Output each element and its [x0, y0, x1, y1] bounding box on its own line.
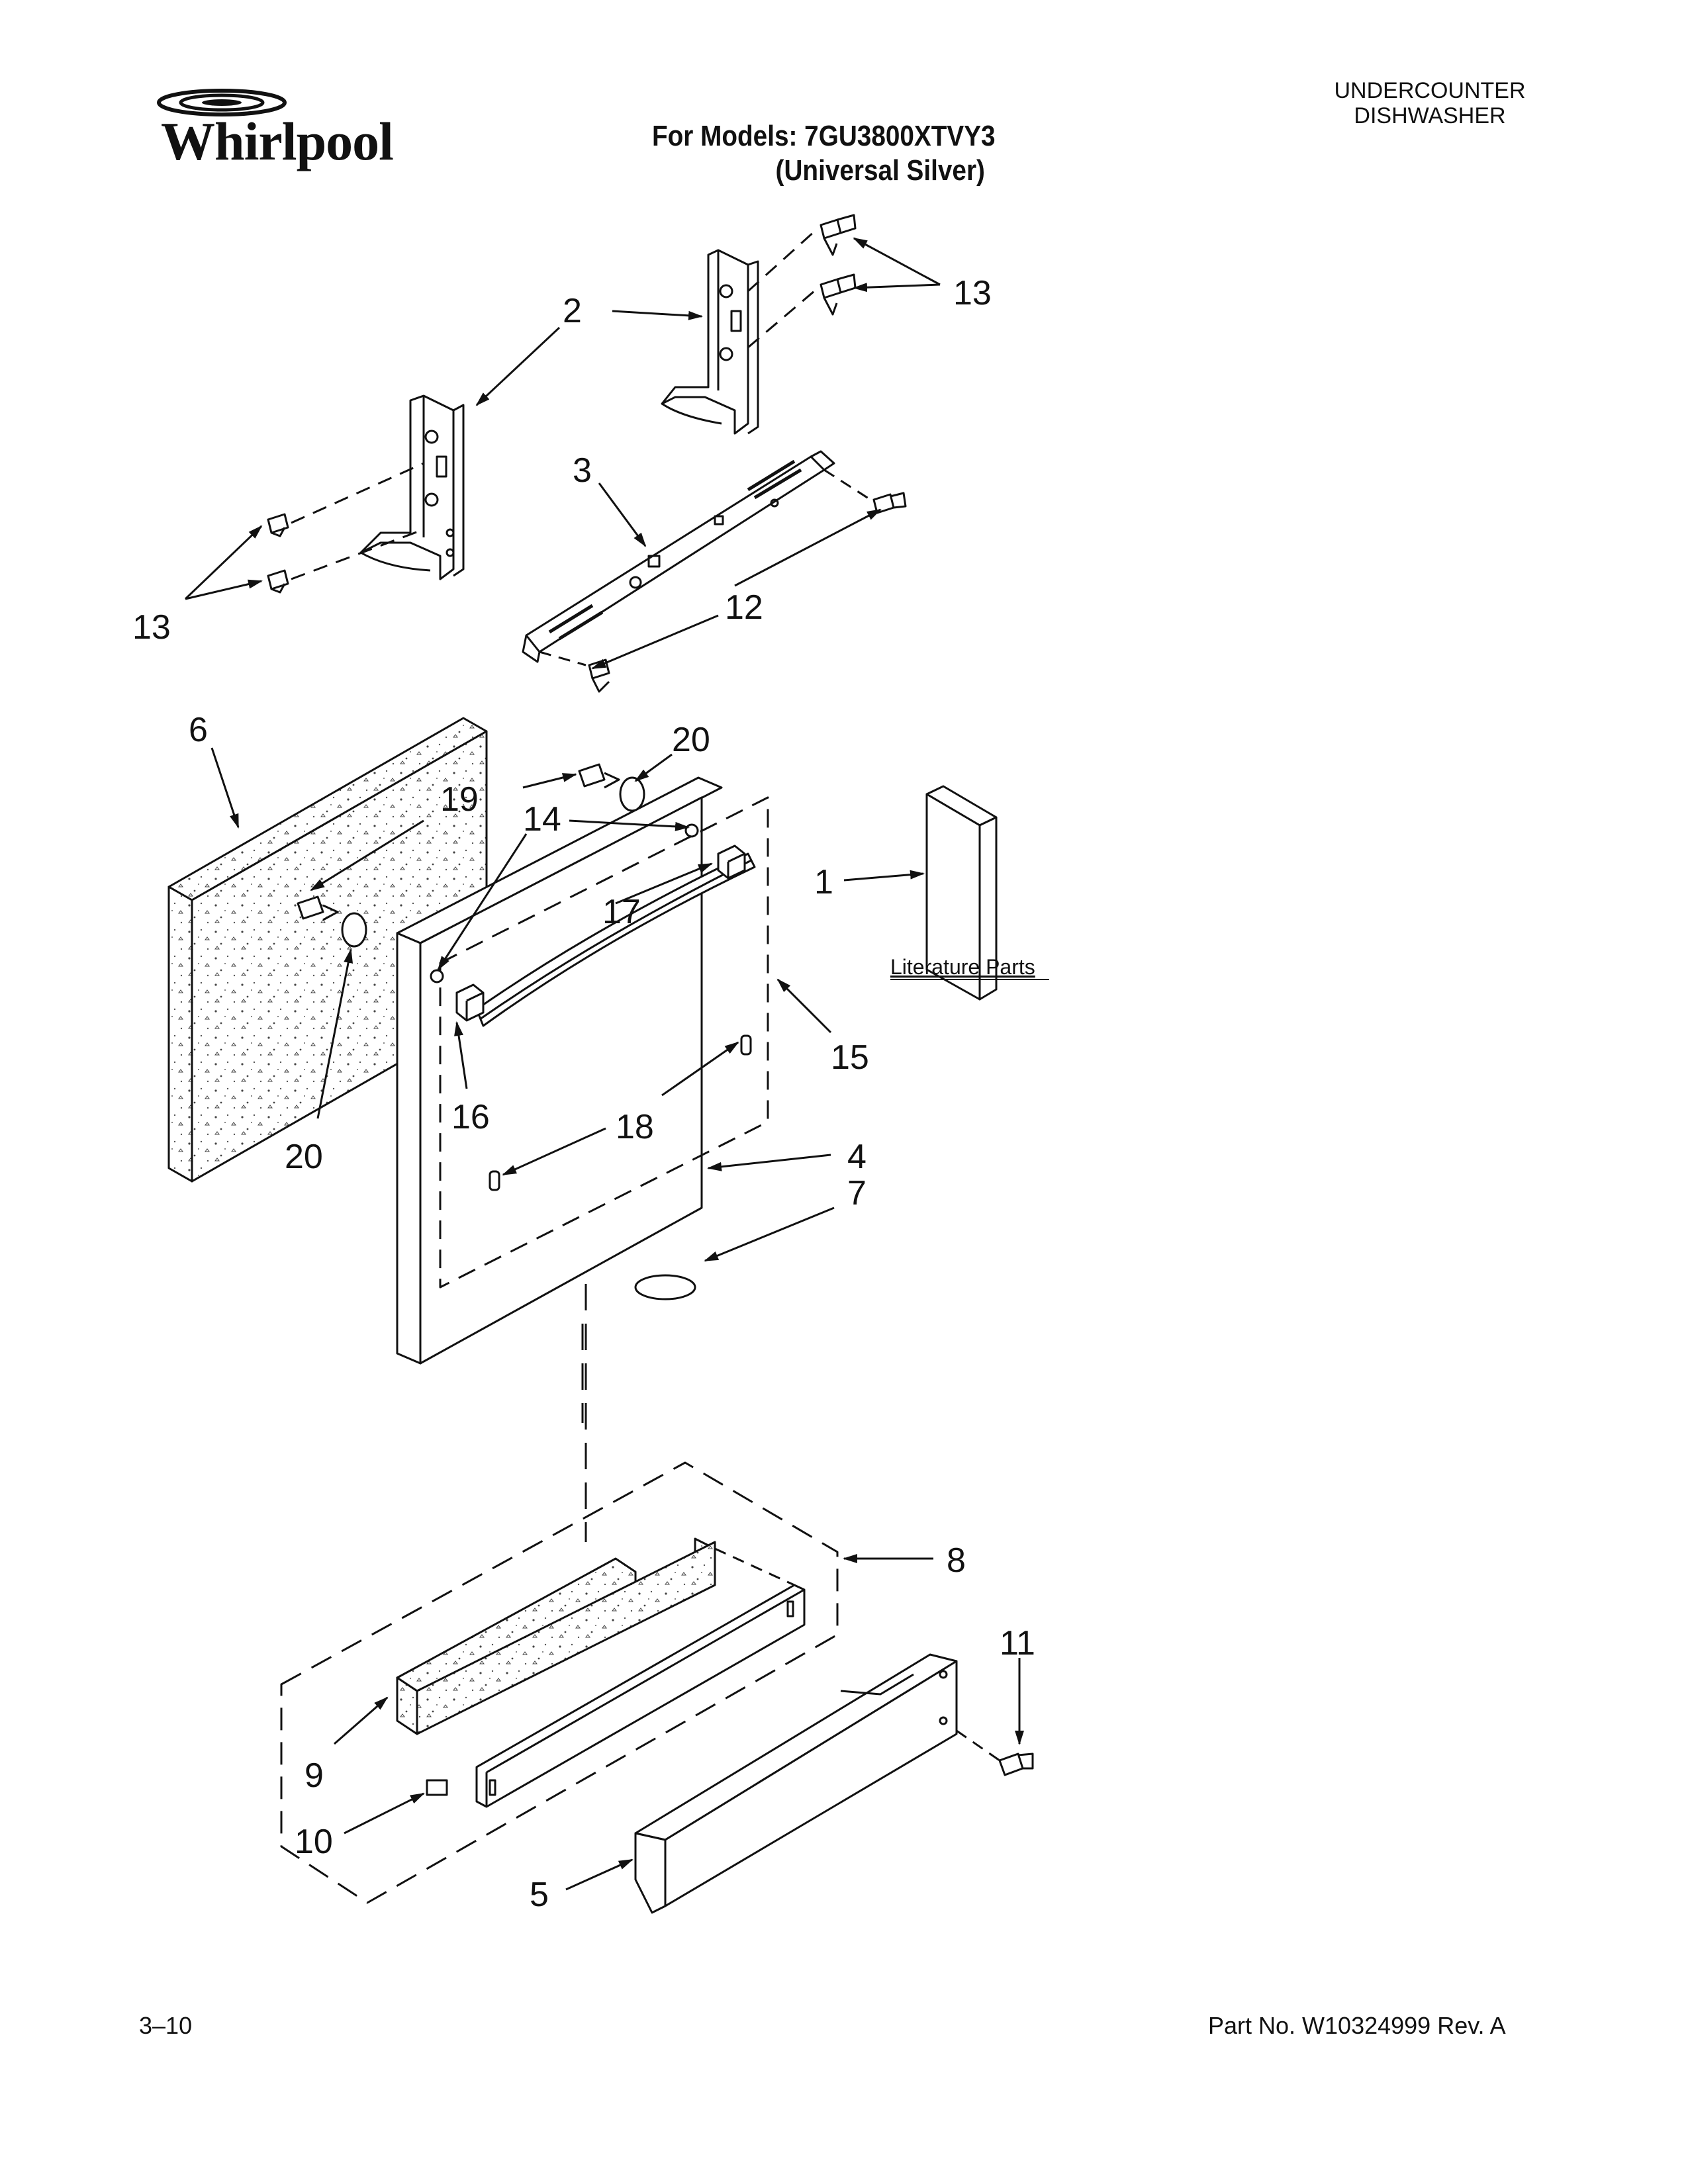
model-color-line: (Universal Silver): [775, 154, 985, 187]
doc-type-line2: DISHWASHER: [1354, 103, 1506, 128]
model-line: For Models: 7GU3800XTVY3: [652, 120, 996, 152]
pin-18-lower: [489, 1170, 500, 1191]
screw-19-left: [297, 895, 339, 921]
toe-insulation-strip: [396, 1537, 716, 1735]
callout-15: 15: [831, 1038, 869, 1077]
pin-18-upper: [740, 1034, 752, 1056]
logo-badge: [634, 1274, 696, 1300]
callout-16: 16: [451, 1098, 490, 1136]
toe-panel: [634, 1653, 958, 1914]
screw-11: [998, 1752, 1034, 1776]
handle-mount-right: [717, 844, 746, 880]
panel-assembly-outline: [439, 796, 769, 1289]
part-number: Part No. W10324999 Rev. A: [1208, 2012, 1506, 2039]
callout-13-right: 13: [953, 274, 992, 312]
callout-5: 5: [530, 1876, 549, 1914]
callout-17: 17: [602, 893, 641, 931]
callout-13-left: 13: [132, 608, 171, 647]
swirl-icon: [157, 89, 287, 116]
washer-20-left: [341, 912, 367, 948]
document-type: UNDERCOUNTER DISHWASHER: [1291, 78, 1569, 128]
door-panel: [396, 776, 723, 1365]
doc-type-line1: UNDERCOUNTER: [1334, 78, 1526, 103]
callout-3: 3: [573, 451, 592, 490]
washer-20-right: [619, 776, 645, 812]
callout-8: 8: [947, 1541, 966, 1580]
mounting-bracket-right: [661, 249, 759, 435]
callout-4: 4: [847, 1138, 867, 1176]
callout-11: 11: [1000, 1624, 1035, 1662]
callout-1: 1: [814, 863, 833, 901]
handle-mount-left: [455, 983, 485, 1022]
door-handle: [475, 852, 756, 1027]
screw-13-upper-1: [820, 214, 857, 256]
callout-18: 18: [616, 1108, 654, 1146]
callout-7: 7: [847, 1174, 867, 1212]
literature-booklet: [925, 785, 998, 1001]
model-heading: For Models: 7GU3800XTVY3 (Universal Silv…: [652, 119, 996, 188]
whirlpool-logo: Whirlpool: [142, 76, 407, 175]
callout-20-left: 20: [285, 1138, 323, 1176]
callout-14: 14: [523, 800, 561, 839]
callout-20-right: 20: [672, 721, 710, 759]
mounting-bracket-left: [359, 394, 465, 580]
toe-panel-assembly-outline: [280, 1461, 839, 1904]
cross-bracket: [522, 450, 835, 663]
clip-10: [426, 1779, 448, 1796]
callout-10: 10: [295, 1823, 333, 1861]
brand-wordmark: Whirlpool: [161, 111, 394, 171]
screw-12-right: [872, 492, 907, 514]
screw-13-left-2: [267, 569, 289, 594]
screw-13-left-1: [267, 513, 289, 537]
callout-19: 19: [440, 780, 479, 819]
page-code: 3–10: [139, 2012, 193, 2039]
screw-13-upper-2: [820, 273, 857, 316]
clip-14-left: [430, 969, 444, 983]
callout-12: 12: [725, 588, 763, 627]
literature-parts-label: Literature Parts: [890, 955, 1035, 979]
callout-6: 6: [189, 711, 208, 749]
callout-9: 9: [305, 1756, 324, 1795]
callout-2: 2: [563, 292, 582, 330]
screw-19-right: [578, 763, 620, 789]
